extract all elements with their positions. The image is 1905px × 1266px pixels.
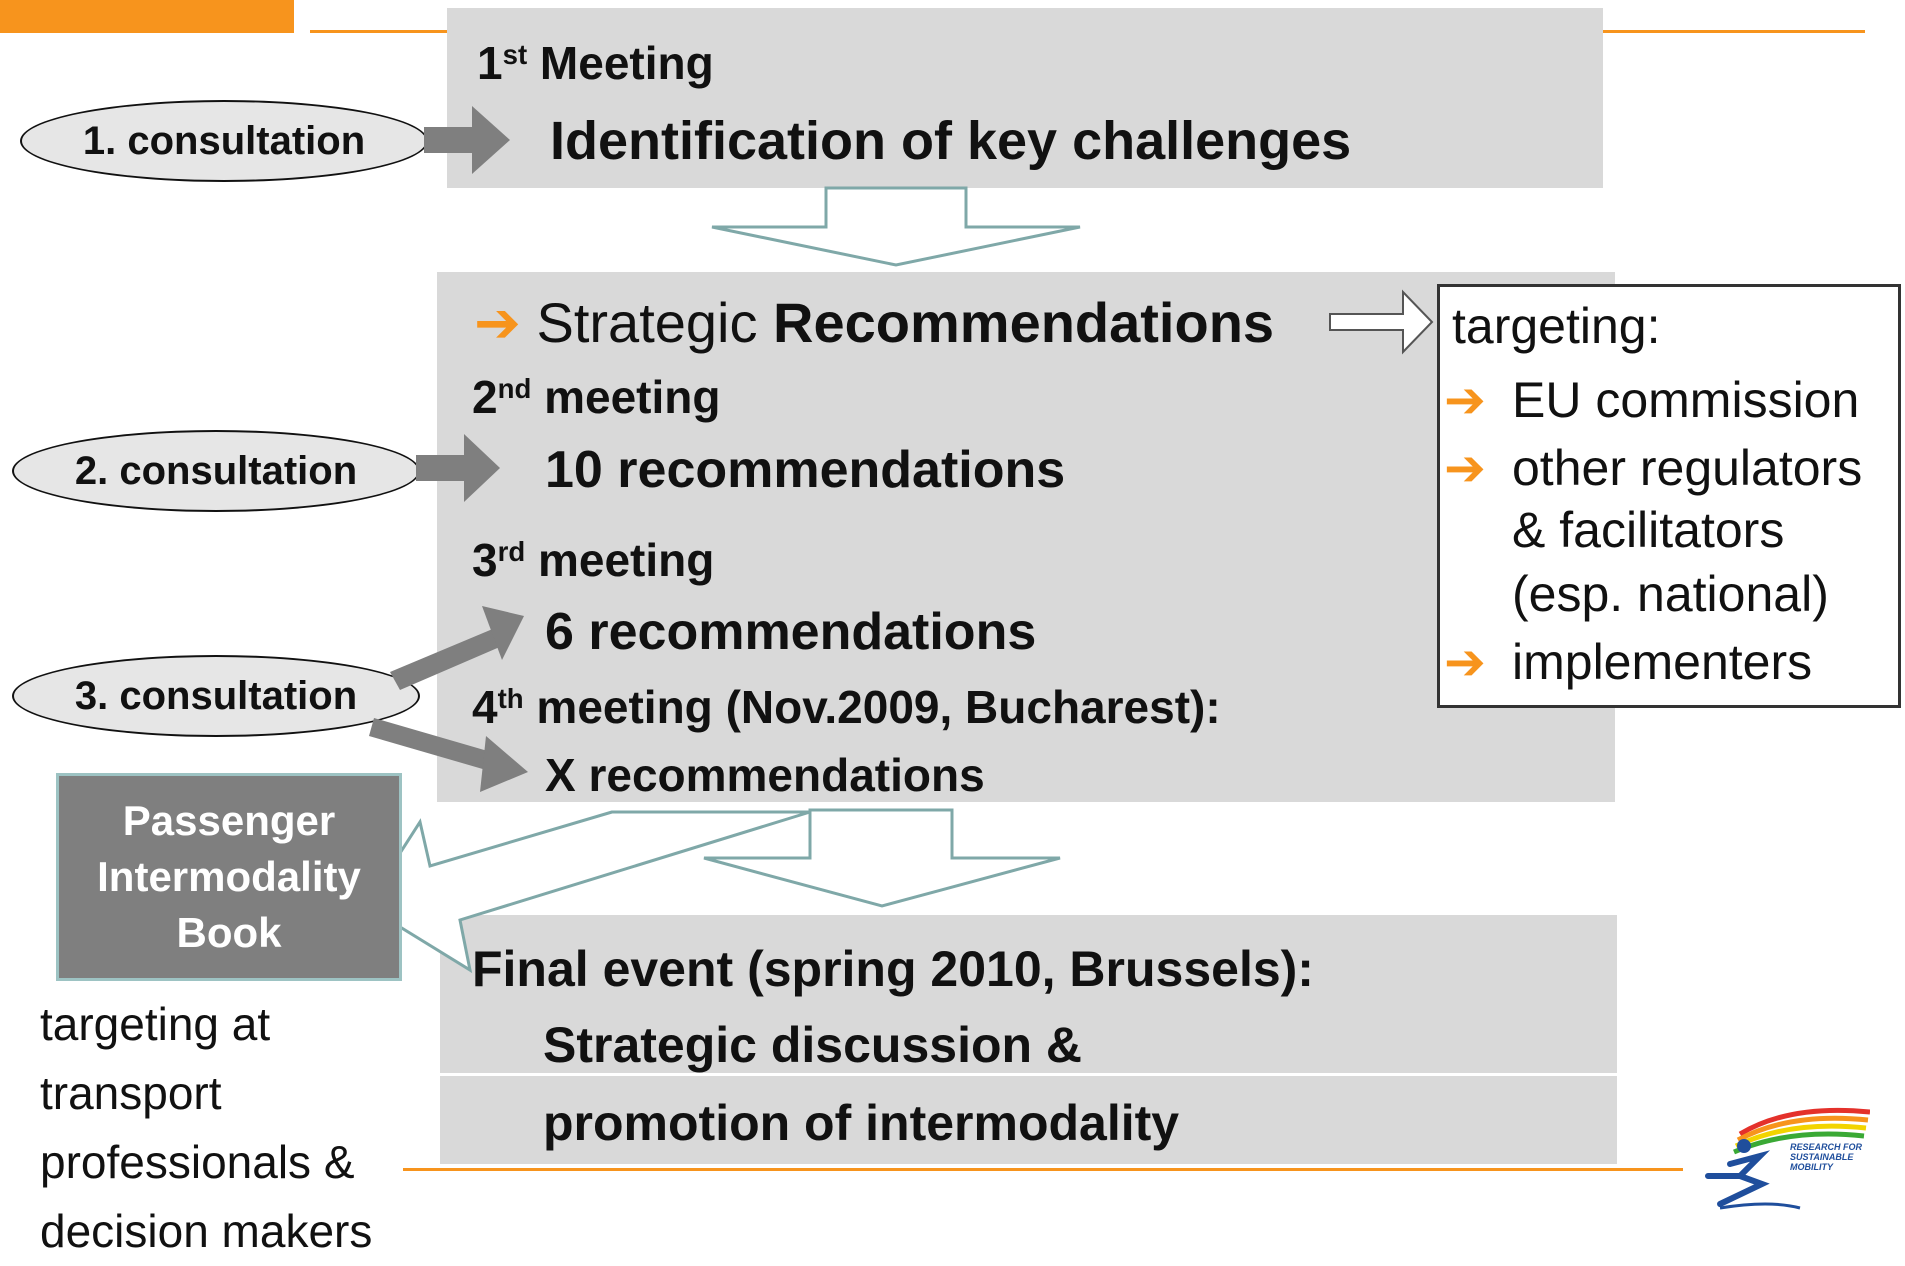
consultation-2-oval: 2. consultation xyxy=(12,430,420,512)
targeting-item-2: ➔ xyxy=(1444,439,1486,497)
meeting-1-heading: 1st Meeting xyxy=(477,36,714,90)
logo-text: RESEARCH FOR SUSTAINABLE MOBILITY xyxy=(1790,1142,1863,1172)
meeting-4-detail: X recommendations xyxy=(545,749,985,801)
right-arrow-icon: ➔ xyxy=(474,291,521,354)
right-arrow-icon: ➔ xyxy=(1444,634,1486,690)
final-event-box-lower xyxy=(440,1076,1617,1164)
meeting-4-label: meeting (Nov.2009, Bucharest): xyxy=(536,681,1221,733)
targeting-item-1: ➔ xyxy=(1444,371,1486,429)
consultation-1-arrow xyxy=(424,106,510,174)
meeting-3-num: 3 xyxy=(472,534,498,586)
final-event-title: Final event (spring 2010, Brussels): xyxy=(472,941,1314,997)
logo-figure-icon xyxy=(1705,1107,1871,1210)
book-line-3: Book xyxy=(176,909,282,956)
targeting-title: targeting: xyxy=(1452,298,1661,354)
meeting-2-num: 2 xyxy=(472,371,498,423)
meeting-2-label: meeting xyxy=(544,371,721,423)
book-target-text: targeting at transport professionals & d… xyxy=(40,990,372,1266)
recommendations-bold: Recommendations xyxy=(773,291,1275,354)
final-event-line1: Strategic discussion & xyxy=(543,1017,1083,1073)
meeting-3-detail: 6 recommendations xyxy=(545,603,1037,661)
targeting-item-3: ➔ xyxy=(1444,633,1486,691)
meeting-3-suffix: rd xyxy=(497,535,526,567)
meeting-2-heading: 2nd meeting xyxy=(472,370,720,424)
consultation-3-arrow-down xyxy=(369,718,528,792)
meeting-3-label: meeting xyxy=(537,534,715,586)
book-target-line-1: targeting at xyxy=(40,998,271,1050)
down-arrow-2 xyxy=(703,808,1061,908)
consultation-3-label: 3. consultation xyxy=(74,673,358,718)
consultation-2-label: 2. consultation xyxy=(74,448,358,493)
targeting-item-2-line3: (esp. national) xyxy=(1512,566,1829,622)
right-arrow-to-targeting xyxy=(1329,289,1434,355)
meeting-4-suffix: th xyxy=(497,682,524,714)
book-line-1: Passenger xyxy=(122,797,336,844)
meeting-1-detail: Identification of key challenges xyxy=(550,111,1352,171)
final-event-line2: promotion of intermodality xyxy=(543,1095,1180,1151)
down-arrow-1 xyxy=(711,186,1081,267)
consultation-1-label: 1. consultation xyxy=(82,118,366,163)
book-target-line-3: professionals & xyxy=(40,1136,355,1188)
meeting-1-suffix: st xyxy=(502,38,528,70)
consultation-3-oval: 3. consultation xyxy=(12,655,420,737)
passenger-intermodality-book: Passenger Intermodality Book xyxy=(56,773,402,981)
meeting-3-heading: 3rd meeting xyxy=(472,533,714,587)
recommendations-box xyxy=(437,272,1615,802)
consultation-3-arrow-up xyxy=(390,606,524,690)
book-target-line-2: transport xyxy=(40,1067,222,1119)
recommendations-prefix: Strategic xyxy=(536,291,758,354)
meeting-4-heading: 4th meeting (Nov.2009, Bucharest): xyxy=(472,680,1221,734)
consultation-2-arrow xyxy=(416,434,500,502)
meeting-2-detail: 10 recommendations xyxy=(545,441,1066,499)
orange-corner-block xyxy=(0,0,294,33)
meeting-1-num: 1 xyxy=(477,37,503,89)
meeting-1-box xyxy=(447,8,1603,188)
targeting-item-2-line2: & facilitators xyxy=(1512,502,1785,558)
targeting-item-2-text: other regulators xyxy=(1512,440,1863,496)
meeting-4-num: 4 xyxy=(472,681,498,733)
orange-bottom-line xyxy=(403,1168,1683,1171)
consultation-1-oval: 1. consultation xyxy=(20,100,428,182)
targeting-box: targeting: ➔ EU commission ➔ other regul… xyxy=(1437,284,1901,708)
final-event-box xyxy=(440,915,1617,1073)
right-arrow-icon: ➔ xyxy=(1444,372,1486,428)
targeting-item-3-text: implementers xyxy=(1512,634,1813,690)
right-arrow-icon: ➔ xyxy=(1444,440,1486,496)
research-mobility-logo: RESEARCH FOR SUSTAINABLE MOBILITY xyxy=(1700,1104,1871,1214)
arrow-to-book xyxy=(363,810,811,974)
meeting-2-suffix: nd xyxy=(497,372,532,404)
targeting-item-1-text: EU commission xyxy=(1512,372,1860,428)
recommendations-heading: ➔ Strategic Recommendations xyxy=(474,290,1274,356)
book-line-2: Intermodality xyxy=(97,853,361,900)
meeting-1-label: Meeting xyxy=(539,37,714,89)
book-target-line-4: decision makers xyxy=(40,1205,373,1257)
